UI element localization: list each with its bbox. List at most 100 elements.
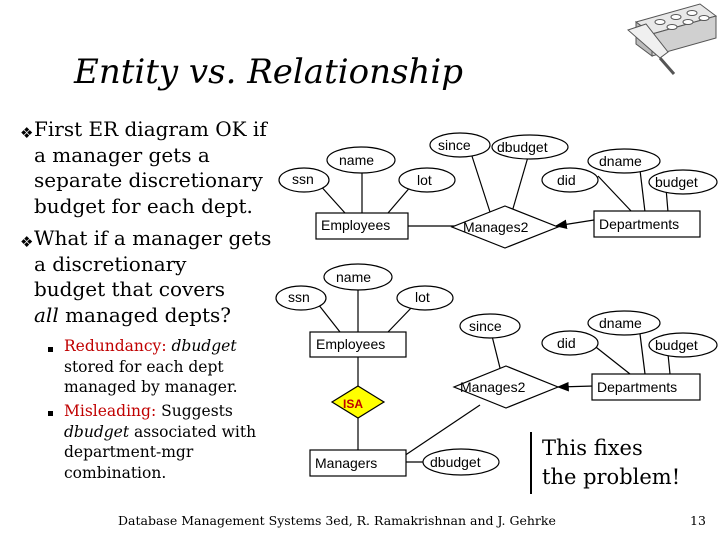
sub-bullet-2-line: dbudget associated with bbox=[64, 422, 256, 443]
diagram-2-labels: ssn name lot Employees ISA Managers dbud… bbox=[288, 269, 698, 471]
edge bbox=[317, 303, 341, 333]
edge bbox=[639, 169, 646, 213]
edge bbox=[511, 149, 531, 213]
label-since: since bbox=[469, 318, 502, 334]
attribute-lot bbox=[398, 167, 456, 193]
slide-footer: Database Management Systems 3ed, R. Rama… bbox=[118, 513, 556, 528]
label-dname: dname bbox=[599, 153, 642, 169]
label-did: did bbox=[557, 172, 576, 188]
fix-note-box: This fixes the problem! bbox=[530, 432, 682, 494]
label-budget: budget bbox=[655, 337, 698, 353]
redundancy-label: Redundancy: bbox=[64, 337, 167, 355]
bullet-marker-icon: ❖ bbox=[20, 233, 34, 251]
attribute-dname bbox=[587, 148, 661, 174]
edge bbox=[400, 404, 481, 459]
sub-bullet-2-text: Suggests bbox=[156, 402, 233, 420]
italic-word: all bbox=[34, 302, 59, 327]
attribute-dbudget bbox=[491, 134, 569, 160]
label-lot: lot bbox=[415, 289, 430, 305]
sub-bullet-1-line: managed by manager. bbox=[64, 378, 238, 396]
edge bbox=[491, 335, 501, 369]
bullet-2-line: What if a manager gets bbox=[34, 226, 272, 250]
label-manages2: Manages2 bbox=[463, 219, 529, 235]
bullet-1-line: separate discretionary bbox=[34, 168, 263, 192]
sub-bullet-2: Misleading: Suggests dbudget associated … bbox=[64, 401, 256, 483]
sub-bullet-1-line: stored for each dept bbox=[64, 357, 224, 376]
sub-bullet-1: Redundancy: dbudget stored for each dept… bbox=[64, 336, 238, 398]
attribute-dname bbox=[587, 310, 661, 336]
label-since: since bbox=[438, 137, 471, 153]
sub-bullet-2-line: department-mgr bbox=[64, 443, 194, 461]
label-dbudget: dbudget bbox=[497, 139, 548, 155]
edge bbox=[469, 149, 491, 213]
bullet-1-line: a manager gets a bbox=[34, 142, 210, 167]
label-ssn: ssn bbox=[288, 289, 310, 305]
label-lot: lot bbox=[417, 172, 432, 188]
bullet-marker-icon: ❖ bbox=[20, 124, 34, 142]
attribute-lot bbox=[396, 285, 454, 311]
label-ssn: ssn bbox=[292, 171, 314, 187]
bullet-2: What if a manager gets a discretionary b… bbox=[34, 226, 271, 328]
relationship-manages2 bbox=[452, 365, 560, 409]
italic-word: dbudget bbox=[166, 337, 237, 355]
label-did: did bbox=[557, 335, 576, 351]
edge bbox=[554, 219, 595, 230]
sub-bullet-1-line: Redundancy: dbudget bbox=[64, 336, 238, 357]
label-isa: ISA bbox=[343, 397, 363, 411]
attribute-budget bbox=[648, 332, 718, 358]
label-departments: Departments bbox=[599, 216, 679, 232]
attribute-ssn bbox=[278, 167, 330, 193]
bullet-2-line: budget that covers bbox=[34, 277, 225, 301]
attribute-did bbox=[541, 330, 599, 356]
database-logo-icon bbox=[627, 3, 718, 75]
label-employees: Employees bbox=[316, 336, 385, 352]
sub-bullet-square-icon bbox=[48, 411, 53, 416]
sub-bullet-2-text: associated with bbox=[129, 422, 257, 441]
label-name: name bbox=[336, 269, 371, 285]
diagram-1 bbox=[278, 132, 718, 249]
entity-departments bbox=[591, 373, 701, 401]
attribute-since bbox=[429, 132, 491, 158]
label-budget: budget bbox=[655, 174, 698, 190]
edge bbox=[667, 353, 671, 375]
bullet-1-line: First ER diagram OK if bbox=[34, 117, 267, 141]
isa-triangle bbox=[330, 385, 386, 419]
label-dname: dname bbox=[599, 315, 642, 331]
bullet-1-line: budget for each dept. bbox=[34, 193, 253, 218]
label-employees: Employees bbox=[321, 217, 390, 233]
edge bbox=[597, 175, 633, 213]
attribute-name bbox=[323, 263, 393, 291]
entity-departments bbox=[593, 210, 701, 238]
edge bbox=[639, 333, 646, 375]
attribute-budget bbox=[648, 169, 718, 195]
attribute-ssn bbox=[275, 285, 327, 311]
bullet-2-text: managed depts? bbox=[58, 302, 232, 327]
edge bbox=[591, 343, 631, 375]
entity-employees bbox=[315, 212, 409, 240]
edge bbox=[387, 184, 413, 214]
fix-note-text: This fixes the problem! bbox=[542, 436, 681, 489]
label-managers: Managers bbox=[315, 455, 377, 471]
relationship-manages2 bbox=[450, 205, 560, 249]
bullet-1: First ER diagram OK if a manager gets a … bbox=[34, 117, 267, 219]
attribute-since bbox=[459, 313, 521, 339]
label-dbudget: dbudget bbox=[430, 454, 481, 470]
bullet-2-line: a discretionary bbox=[34, 251, 187, 276]
sub-bullet-square-icon bbox=[48, 347, 53, 352]
label-name: name bbox=[339, 152, 374, 168]
slide-title: Entity vs. Relationship bbox=[74, 52, 463, 92]
edge bbox=[556, 381, 595, 392]
sub-bullet-2-line: Misleading: Suggests bbox=[64, 401, 256, 422]
label-manages2: Manages2 bbox=[460, 379, 526, 395]
label-departments: Departments bbox=[597, 379, 677, 395]
entity-employees bbox=[309, 331, 407, 358]
bullet-2-line: all managed depts? bbox=[34, 303, 271, 329]
italic-word: dbudget bbox=[64, 422, 130, 441]
attribute-did bbox=[541, 167, 599, 193]
entity-managers bbox=[309, 449, 407, 477]
attribute-name bbox=[326, 146, 396, 174]
diagram-2 bbox=[275, 263, 718, 477]
